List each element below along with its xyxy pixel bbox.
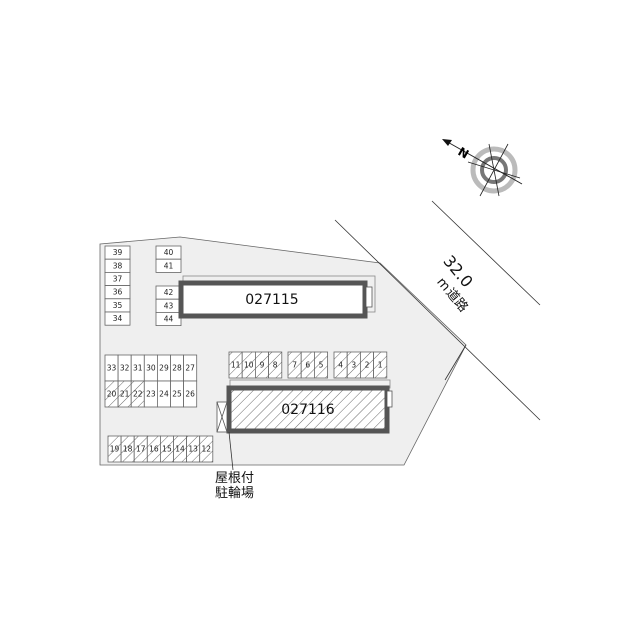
parking-space-number: 37 xyxy=(113,275,123,284)
parking-space-number: 43 xyxy=(164,301,174,310)
parking-space-number: 11 xyxy=(231,361,241,370)
parking-space-number: 44 xyxy=(164,315,174,324)
parking-space-number: 4 xyxy=(338,361,343,370)
building-027116 xyxy=(226,385,390,434)
building-label: 027115 xyxy=(245,292,298,308)
parking-space-number: 5 xyxy=(319,361,324,370)
parking-space-number: 20 xyxy=(107,390,117,399)
building-027115 xyxy=(178,280,368,319)
parking-space-number: 13 xyxy=(188,445,198,454)
parking-space-number: 32 xyxy=(120,364,130,373)
parking-space-number: 35 xyxy=(113,301,123,310)
parking-space-number: 24 xyxy=(159,390,169,399)
parking-space-number: 40 xyxy=(164,248,174,257)
parking-space-number: 19 xyxy=(110,445,120,454)
parking-space-number: 27 xyxy=(185,364,195,373)
parking-space-number: 29 xyxy=(159,364,169,373)
parking-space-number: 15 xyxy=(162,445,172,454)
parking-space-number: 36 xyxy=(113,288,123,297)
parking-space-number: 38 xyxy=(113,261,123,270)
bicycle-parking-label: 屋根付 xyxy=(215,471,254,486)
parking-space-number: 7 xyxy=(292,361,297,370)
parking-space-number: 17 xyxy=(136,445,146,454)
parking-space-number: 16 xyxy=(149,445,159,454)
road-edge xyxy=(334,219,541,421)
parking-space-number: 31 xyxy=(133,364,143,373)
parking-space xyxy=(373,351,388,379)
parking-space-number: 1 xyxy=(378,361,383,370)
parking-space-number: 21 xyxy=(120,390,130,399)
parking-space-number: 22 xyxy=(133,390,143,399)
parking-space-number: 14 xyxy=(175,445,185,454)
parking-space xyxy=(313,351,328,379)
parking-space-number: 2 xyxy=(365,361,370,370)
parking-space-number: 42 xyxy=(164,288,174,297)
parking-space-number: 33 xyxy=(107,364,117,373)
parking-space-number: 9 xyxy=(260,361,265,370)
parking-space-number: 12 xyxy=(201,445,211,454)
parking-space-number: 10 xyxy=(244,361,254,370)
bicycle-parking-label: 駐輪場 xyxy=(215,485,254,501)
parking-space xyxy=(155,258,182,273)
building-label: 027116 xyxy=(281,402,335,418)
compass-icon: N xyxy=(442,139,523,197)
parking-space xyxy=(183,380,198,408)
bicycle-parking-box xyxy=(216,401,228,433)
parking-space-number: 18 xyxy=(123,445,133,454)
parking-space-number: 23 xyxy=(146,390,156,399)
parking-space-number: 3 xyxy=(351,361,356,370)
parking-space xyxy=(155,311,182,326)
parking-space xyxy=(104,311,131,326)
road-edge xyxy=(444,344,467,381)
parking-space-number: 30 xyxy=(146,364,156,373)
stairs-icon xyxy=(365,286,373,308)
parking-space xyxy=(199,435,214,463)
stairs-icon xyxy=(386,390,393,408)
parking-space-number: 41 xyxy=(164,261,174,270)
parking-space-number: 6 xyxy=(305,361,310,370)
parking-space-number: 34 xyxy=(113,314,123,323)
north-label: N xyxy=(456,144,472,161)
parking-space-number: 25 xyxy=(172,390,182,399)
parking-space-number: 26 xyxy=(185,390,195,399)
parking-space xyxy=(268,351,283,379)
parking-space-number: 39 xyxy=(113,248,123,257)
road-label: 32.0 m 道路 xyxy=(433,252,477,316)
road-edge xyxy=(431,200,541,306)
parking-space-number: 8 xyxy=(273,361,278,370)
parking-space-number: 28 xyxy=(172,364,182,373)
